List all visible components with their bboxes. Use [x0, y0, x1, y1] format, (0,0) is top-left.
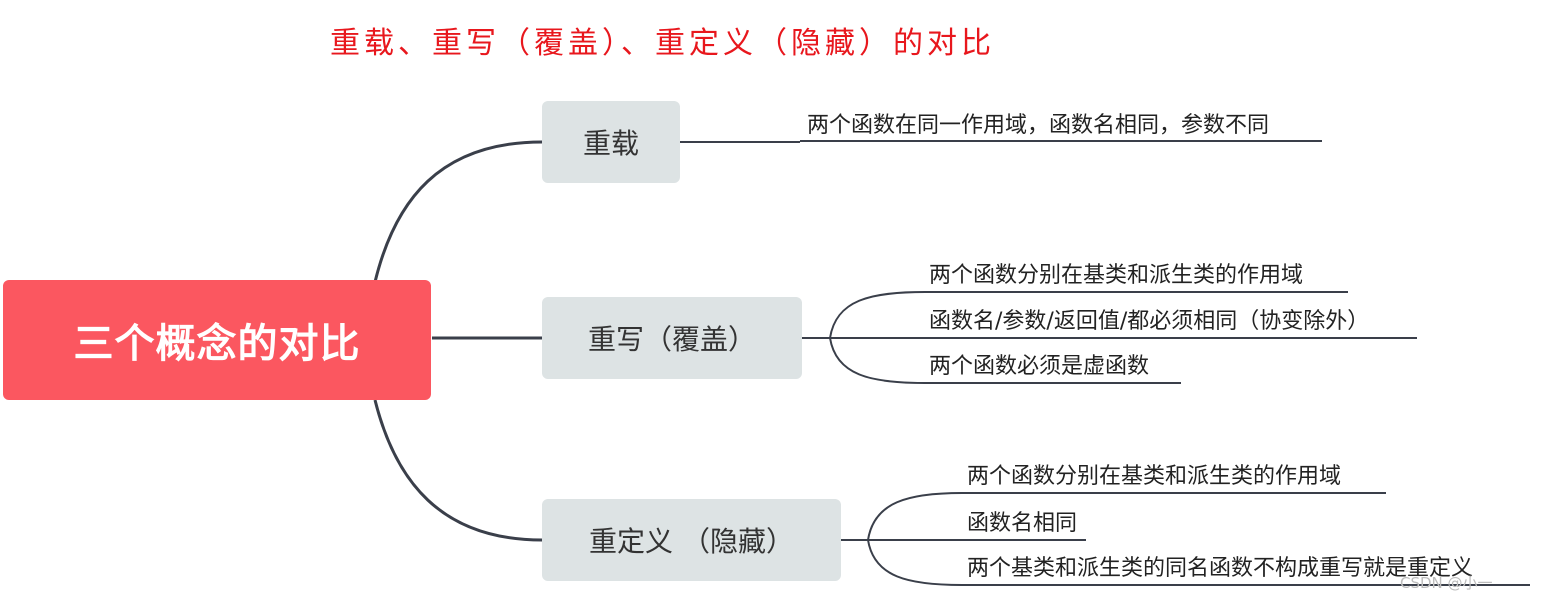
diagram-title: 重载、重写（覆盖）、重定义（隐藏）的对比 — [330, 26, 995, 61]
connector-root-overload — [373, 140, 543, 283]
connector-root-redefine — [373, 399, 543, 542]
connector-override-leaf-1 — [829, 291, 926, 339]
connector-override-leaf-3 — [829, 337, 926, 384]
leaf-override-2[interactable]: 函数名/参数/返回值/都必须相同（协变除外） — [929, 309, 1370, 334]
leaf-override-3[interactable]: 两个函数必须是虚函数 — [929, 354, 1150, 379]
branch-node-redefine[interactable]: 重定义 （隐藏） — [542, 499, 841, 581]
connector-redefine-leaf-3 — [867, 539, 963, 586]
leaf-redefine-1[interactable]: 两个函数分别在基类和派生类的作用域 — [967, 464, 1342, 489]
csdn-watermark: CSDN @小一 — [1400, 574, 1493, 592]
leaf-overload-1[interactable]: 两个函数在同一作用域，函数名相同，参数不同 — [807, 113, 1270, 138]
leaf-redefine-3[interactable]: 两个基类和派生类的同名函数不构成重写就是重定义 — [967, 556, 1474, 581]
root-node[interactable]: 三个概念的对比 — [3, 280, 431, 400]
leaf-override-1[interactable]: 两个函数分别在基类和派生类的作用域 — [929, 263, 1304, 288]
connector-redefine-leaf-1 — [867, 492, 963, 541]
branch-node-override[interactable]: 重写（覆盖） — [542, 297, 802, 379]
leaf-redefine-2[interactable]: 函数名相同 — [967, 511, 1078, 536]
branch-node-overload[interactable]: 重载 — [542, 101, 680, 183]
